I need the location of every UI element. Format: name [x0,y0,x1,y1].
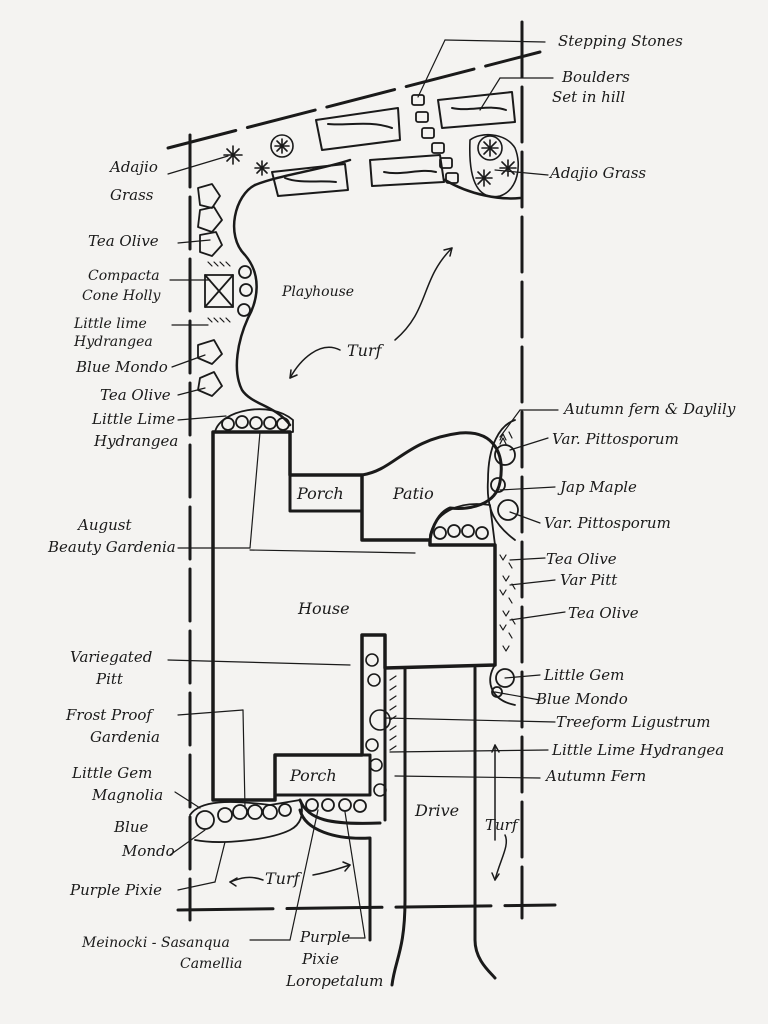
label-hydrangea-mid: Hydrangea [93,432,178,450]
right-border-plantings [429,419,519,706]
porch-bottom [273,753,372,797]
label-turf-top: Turf [347,341,385,360]
label-frost-proof: Frost Proof [65,706,154,724]
label-pitt: Pitt [95,670,124,688]
label-adajio-grass-right: Adajio Grass [548,164,646,182]
label-little-lime-right: Little Lime Hydrangea [551,741,724,759]
label-blue-mondo-top: Blue Mondo [75,358,168,376]
label-mondo-bottom: Mondo [121,842,175,860]
label-little-gem-right: Little Gem [543,666,624,684]
driveway [298,666,497,987]
label-var-pitt: Var Pitt [560,571,618,589]
label-house: House [297,599,350,618]
label-var-pittosporum-1: Var. Pittosporum [552,430,679,448]
label-playhouse: Playhouse [281,284,354,300]
label-set-in-hill: Set in hill [552,88,625,106]
label-blue-mondo-right: Blue Mondo [535,690,628,708]
label-stepping-stones: Stepping Stones [558,32,683,50]
turf-boundary [232,158,522,427]
label-var-pittosporum-2: Var. Pittosporum [544,514,671,532]
stepping-stones [411,94,459,184]
label-camellia: Camellia [180,956,242,972]
label-autumn-fern: Autumn Fern [544,767,646,785]
label-adajio-left: Adajio [108,158,158,176]
label-turf-right: Turf [485,816,520,834]
label-boulders: Boulders [561,68,630,86]
label-pixie: Pixie [301,950,339,968]
label-meinocki: Meinocki - Sasanqua [81,935,230,951]
label-beauty-gardenia: Beauty Gardenia [47,538,176,556]
label-little-gem-mag: Little Gem [71,764,152,782]
boulders [271,91,516,197]
label-porch-top: Porch [296,484,344,503]
label-jap-maple: Jap Maple [557,478,637,496]
turf-arrows [229,247,507,887]
label-drive: Drive [414,801,459,820]
leader-lines [167,39,566,941]
label-grass-left: Grass [110,186,154,204]
label-purple: Purple [299,928,350,946]
property-lines [166,20,557,922]
label-cone-holly: Cone Holly [82,288,161,304]
patio [360,431,503,542]
label-blue-bottom: Blue [113,818,148,836]
label-porch-bottom: Porch [289,766,337,785]
label-gardenia: Gardenia [90,728,160,746]
label-variegated: Variegated [70,648,152,666]
label-tea-olive-right-2: Tea Olive [568,604,639,622]
label-little-lime-mid: Little Lime [91,410,175,428]
label-loropetalum: Loropetalum [285,972,383,990]
plant-labels: Stepping Stones Boulders Set in hill Ada… [47,32,736,990]
label-hydrangea-top: Hydrangea [73,334,153,350]
label-magnolia: Magnolia [91,786,163,804]
label-tea-olive-mid: Tea Olive [100,386,171,404]
label-treeform-ligustrum: Treeform Ligustrum [556,713,710,731]
label-tea-olive-top: Tea Olive [88,232,159,250]
label-tea-olive-right-1: Tea Olive [546,550,617,568]
left-border-plantings [197,183,294,433]
label-little-lime-top: Little lime [73,316,147,332]
label-august: August [76,516,132,534]
label-turf-bottom: Turf [265,869,303,888]
label-compacta: Compacta [88,268,160,284]
label-purple-pixie-left: Purple Pixie [69,881,162,899]
label-autumn-fern-daylily: Autumn fern & Daylily [562,400,736,418]
label-patio: Patio [392,484,434,503]
front-left-plantings [189,798,367,843]
